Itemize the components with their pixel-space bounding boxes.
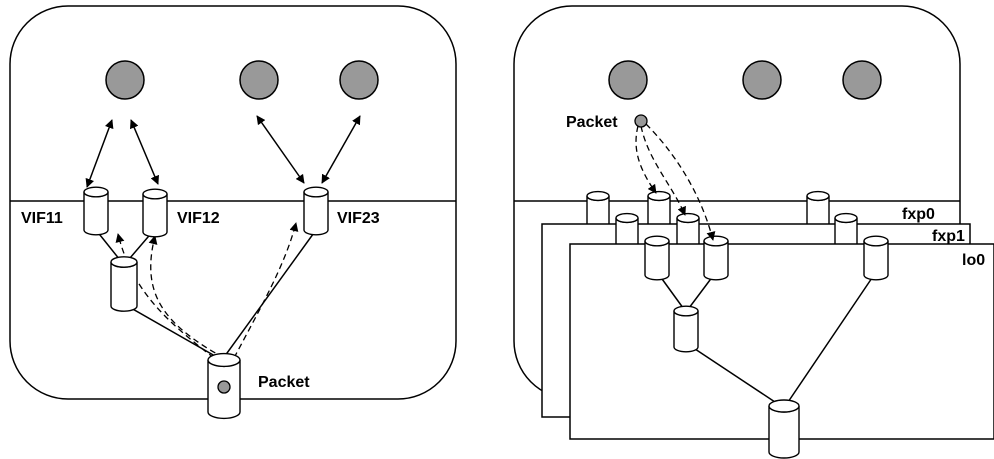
cylinder-body [768, 405, 800, 459]
cylinder-body [142, 193, 168, 238]
right-panel: Packet fxp0 fxp1 lo0 [513, 5, 994, 459]
tree-edge [221, 229, 317, 361]
cylinder-body [703, 240, 729, 281]
root-cylinder [768, 399, 800, 459]
cylinder-cap [863, 235, 889, 247]
packet-label: Packet [566, 114, 618, 131]
process-node-1 [105, 60, 145, 100]
left-panel: VIF11 VIF12 VIF23 Packet [9, 5, 457, 420]
cylinder-cap [768, 399, 800, 413]
cylinder-cap [110, 256, 138, 268]
process-node-2 [239, 60, 279, 100]
packet-path-dashed [635, 125, 657, 194]
cylinder-cap [207, 352, 241, 368]
cylinder-cap [586, 190, 610, 202]
vif-cylinder [644, 235, 670, 281]
layer-label-lo0: lo0 [962, 252, 985, 269]
vif-cylinder [703, 235, 729, 281]
demux-cylinder [110, 256, 138, 312]
cylinder-cap [673, 305, 699, 317]
vif-cylinder [586, 190, 610, 232]
process-node-1 [608, 60, 648, 100]
packet-path-dashed [645, 123, 716, 241]
cylinder-cap [676, 212, 700, 224]
process-node-3 [842, 60, 882, 100]
packet-path-dashed [640, 125, 686, 216]
vif-cylinder [863, 235, 889, 281]
cylinder-cap [303, 186, 329, 198]
link-arrow-vif23-a [256, 115, 305, 184]
vif-cylinder [142, 188, 168, 238]
layer-label-fxp0: fxp0 [902, 206, 935, 223]
packet-dot [634, 114, 648, 128]
packet-dot [217, 380, 231, 394]
packet-path-dashed [233, 222, 299, 359]
cylinder-cap [644, 235, 670, 247]
cylinder-cap [647, 190, 671, 202]
cylinder-body [83, 191, 109, 236]
tree-edge [783, 271, 877, 409]
vif-cylinder [303, 186, 329, 236]
cylinder-body [303, 191, 329, 236]
layer-label-fxp1: fxp1 [932, 228, 965, 245]
cylinder-body [110, 261, 138, 312]
cylinder-cap [806, 190, 830, 202]
demux-cylinder [673, 305, 699, 353]
link-arrow-vif23-b [321, 115, 361, 184]
packet-path-dashed [115, 233, 215, 359]
vif-label: VIF23 [337, 210, 380, 227]
left-host-box [9, 5, 457, 400]
cylinder-body [644, 240, 670, 281]
packet-path-dashed [148, 235, 225, 359]
link-arrow-vif11 [85, 119, 114, 188]
cylinder-body [673, 310, 699, 353]
cylinder-cap [703, 235, 729, 247]
cylinder-cap [834, 212, 858, 224]
cylinder-cap [142, 188, 168, 200]
cylinder-body [863, 240, 889, 281]
vif-label: VIF11 [21, 210, 63, 227]
cylinder-cap [83, 186, 109, 198]
vif-label: VIF12 [177, 210, 220, 227]
process-node-2 [742, 60, 782, 100]
packet-label: Packet [258, 374, 310, 391]
tree-edge [685, 342, 785, 409]
cylinder-cap [615, 212, 639, 224]
process-node-3 [339, 60, 379, 100]
vif-cylinder [83, 186, 109, 236]
link-arrow-vif12 [130, 119, 159, 185]
